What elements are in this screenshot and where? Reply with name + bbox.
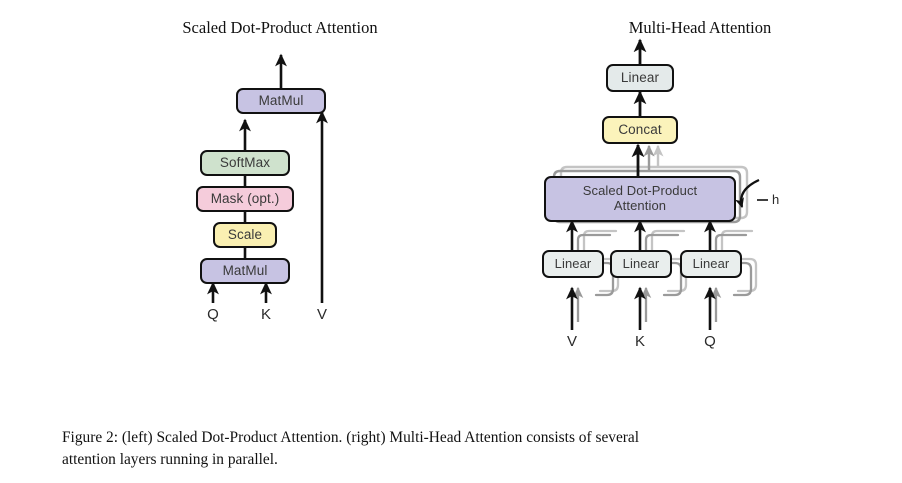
figure-caption: Figure 2: (left) Scaled Dot-Product Atte… [62,427,852,471]
head-count-label-h: h [772,192,780,207]
input-label-k-left: K [260,306,271,323]
node-scaled-dot-product-attention[interactable]: Scaled Dot-Product Attention [544,176,736,222]
node-softmax[interactable]: SoftMax [200,150,290,176]
node-mask[interactable]: Mask (opt.) [196,186,294,212]
node-scale[interactable]: Scale [213,222,277,248]
node-concat[interactable]: Concat [602,116,678,144]
node-linear-v[interactable]: Linear [542,250,604,278]
node-linear-k[interactable]: Linear [610,250,672,278]
input-label-k-right: K [634,333,645,350]
node-linear-output[interactable]: Linear [606,64,674,92]
input-label-v-left: V [316,306,327,323]
input-label-v-right: V [566,333,577,350]
left-panel-title: Scaled Dot-Product Attention [182,18,378,37]
node-matmul-top[interactable]: MatMul [236,88,326,114]
input-label-q-left: Q [207,306,219,323]
right-panel-title: Multi-Head Attention [628,18,772,37]
diagram-connectors [207,38,768,330]
node-linear-q[interactable]: Linear [680,250,742,278]
caption-line-2: attention layers running in parallel. [62,450,278,468]
node-matmul-bottom[interactable]: MatMul [200,258,290,284]
input-label-q-right: Q [704,333,716,350]
caption-line-1: Figure 2: (left) Scaled Dot-Product Atte… [62,429,640,446]
